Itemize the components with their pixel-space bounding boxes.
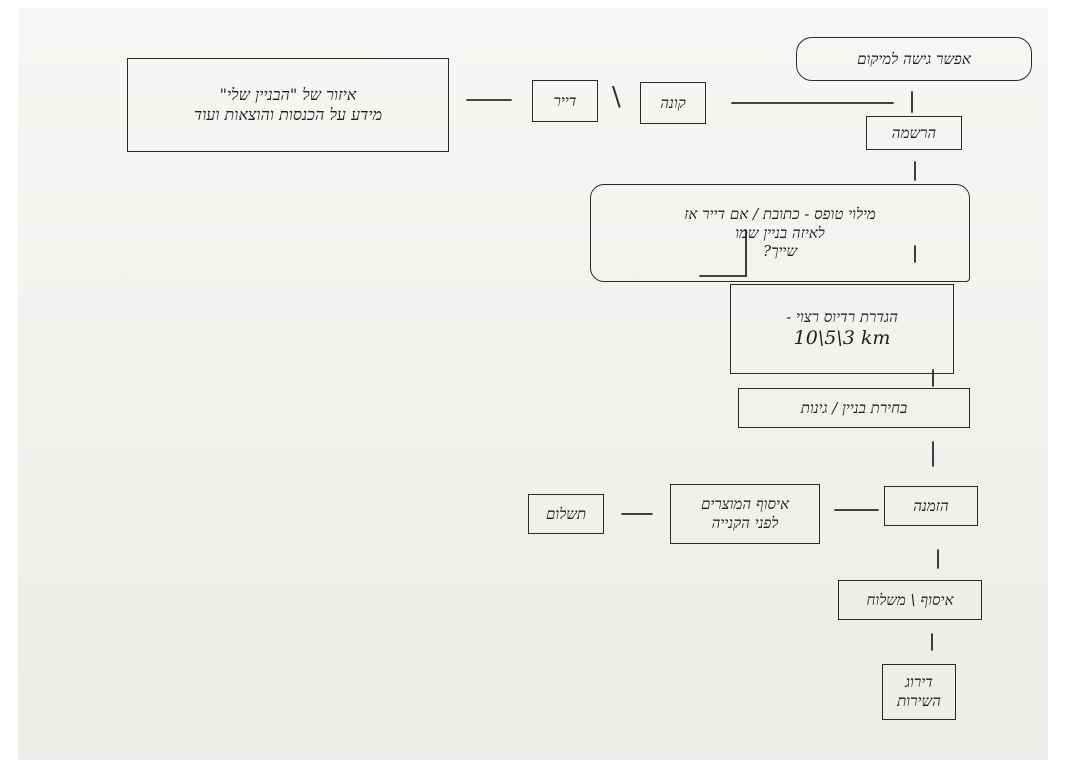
collect-products-box: איסוף המוצרים לפני הקנייה	[670, 484, 820, 544]
buyer-tenant-separator: \	[612, 82, 621, 112]
rating-box: דירוג השירות	[882, 664, 956, 720]
buyer-box: קונה	[640, 82, 706, 124]
payment-text: תשלום	[546, 504, 586, 523]
pickup-delivery-box: איסוף \ משלוח	[838, 580, 982, 620]
my-building-line-2: מידע על הכנסות והוצאות ועוד	[193, 105, 383, 124]
order-box: הזמנה	[884, 486, 978, 526]
location-access-text: אפשר גישה למיקום	[857, 49, 971, 68]
pickup-delivery-text: איסוף \ משלוח	[866, 590, 954, 609]
rating-line-1: דירוג	[905, 673, 933, 692]
radius-box: הגדרת רדיוס רצוי - 10\5\3 km	[730, 284, 954, 374]
radius-line-1: הגדרת רדיוס רצוי -	[786, 307, 898, 326]
my-building-line-1: איזור של "הבניין שלי"	[219, 85, 357, 104]
radius-line-2: 10\5\3 km	[793, 326, 891, 349]
rating-line-2: השירות	[897, 692, 941, 710]
tenant-text: דייר	[553, 91, 577, 110]
fill-form-line-2: לאיזה בניין שמו	[735, 223, 825, 242]
fill-form-line-1: מילוי טופס - כתובת / אם דייר אז	[684, 204, 876, 223]
register-text: הרשמה	[891, 123, 937, 142]
my-building-box: איזור של "הבניין שלי" מידע על הכנסות והו…	[127, 58, 449, 152]
tenant-box: דייר	[532, 80, 598, 122]
fill-form-box: מילוי טופס - כתובת / אם דייר אז לאיזה בנ…	[590, 184, 970, 282]
location-access-box: אפשר גישה למיקום	[796, 37, 1032, 81]
order-text: הזמנה	[913, 496, 949, 515]
collect-line-2: לפני הקנייה	[711, 514, 779, 532]
payment-box: תשלום	[528, 494, 604, 534]
paper-background	[18, 8, 1048, 760]
fill-form-line-3: שייך?	[763, 242, 797, 261]
register-box: הרשמה	[866, 116, 962, 150]
choose-building-text: בחירת בניין / גינות	[800, 398, 908, 417]
buyer-text: קונה	[660, 93, 686, 112]
collect-line-1: איסוף המוצרים	[701, 495, 789, 514]
choose-building-box: בחירת בניין / גינות	[738, 388, 970, 428]
bubble-tail	[699, 229, 747, 277]
